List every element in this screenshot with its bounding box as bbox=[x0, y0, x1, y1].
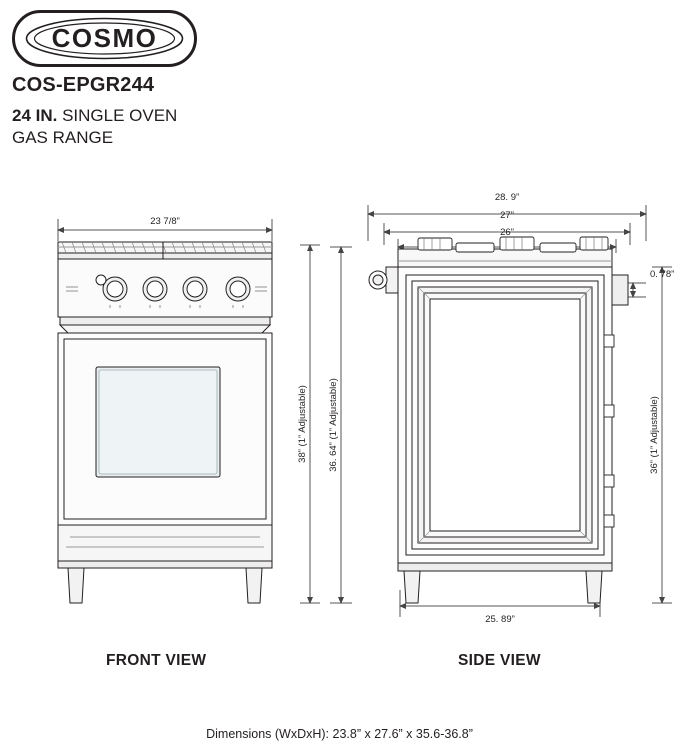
side-view-caption: SIDE VIEW bbox=[458, 652, 541, 669]
side-bottom-label: 25. 89” bbox=[485, 614, 515, 625]
cosmo-logo: COSMO bbox=[12, 10, 197, 67]
side-top-label-1: 28. 9” bbox=[495, 192, 519, 203]
side-top-label-2: 27” bbox=[500, 210, 514, 221]
svg-text:COSMO: COSMO bbox=[52, 23, 158, 53]
product-subtitle: 24 IN. SINGLE OVEN GAS RANGE bbox=[12, 105, 272, 149]
model-number: COS-EPGR244 bbox=[12, 74, 155, 96]
front-width-label: 23 7/8” bbox=[150, 216, 180, 227]
front-view-caption: FRONT VIEW bbox=[106, 652, 207, 669]
side-top-label-3: 26” bbox=[500, 227, 514, 238]
product-type: SINGLE OVEN bbox=[57, 106, 178, 125]
side-view-drawing bbox=[330, 205, 672, 617]
side-right-height-label: 36” (1” Adjustable) bbox=[649, 396, 660, 474]
dimensions-footer: Dimensions (WxDxH): 23.8” x 27.6” x 35.6… bbox=[206, 727, 473, 741]
product-size: 24 IN. bbox=[12, 106, 58, 125]
side-left-height-label: 36. 64” (1” Adjustable) bbox=[328, 378, 339, 471]
side-handle-label: 0. 78” bbox=[650, 269, 674, 280]
technical-drawing: 23 7/8” 28. 9” 27” 26” 0. 78” 25. 89” 38… bbox=[0, 175, 679, 655]
front-height-label: 38” (1” Adjustable) bbox=[297, 385, 308, 463]
front-view-drawing bbox=[57, 219, 320, 604]
product-category: GAS RANGE bbox=[12, 128, 114, 147]
